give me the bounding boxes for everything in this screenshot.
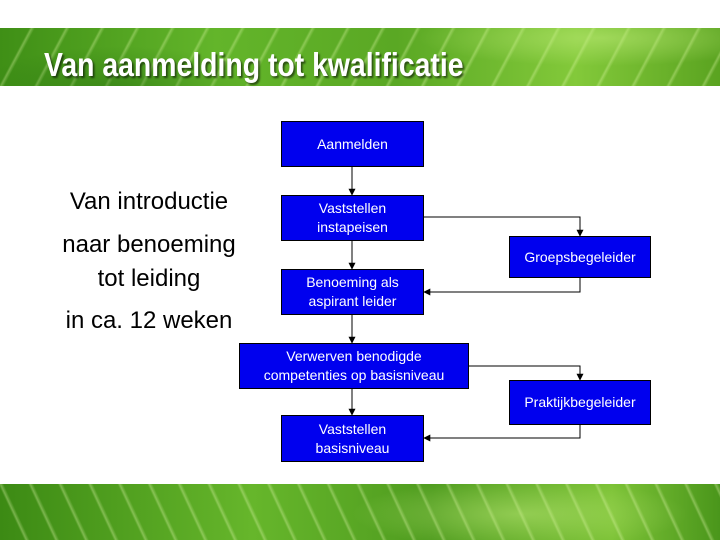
box-benoeming-aspirant-leider: Benoeming als aspirant leider bbox=[281, 269, 424, 315]
connector-instap-to-groepsbegeleider bbox=[424, 216, 584, 237]
left-text-line2a: naar benoeming bbox=[62, 231, 236, 258]
left-text-line1: Van introductie bbox=[69, 188, 229, 215]
box-groepsbegeleider: Groepsbegeleider bbox=[509, 236, 651, 278]
box-verwerven-competenties: Verwerven benodigde competenties op basi… bbox=[239, 343, 469, 389]
box-benoeming-line1: Benoeming als bbox=[306, 274, 399, 290]
box-vaststellen-instapeisen: Vaststellen instapeisen bbox=[281, 195, 424, 241]
leaf-banner-top bbox=[0, 28, 720, 86]
box-vaststellen-basisniveau-line2: basisniveau bbox=[315, 439, 390, 456]
box-vaststellen-basisniveau-line1: Vaststellen bbox=[318, 420, 387, 437]
box-praktijkbegeleider-label: Praktijkbegeleider bbox=[524, 394, 636, 410]
box-aanmelden-label: Aanmelden bbox=[317, 135, 388, 152]
box-vaststellen-basisniveau: Vaststellen basisniveau bbox=[281, 415, 424, 462]
box-verwerven-line1: Verwerven benodigde bbox=[286, 348, 422, 364]
box-aanmelden: Aanmelden bbox=[281, 121, 424, 167]
box-benoeming-line2: aspirant leider bbox=[308, 293, 397, 309]
connector-groepsbegeleider-to-benoeming bbox=[423, 278, 581, 296]
box-vaststellen-instapeisen-line1: Vaststellen bbox=[318, 200, 387, 216]
box-vaststellen-instapeisen-line2: instapeisen bbox=[317, 219, 388, 235]
connector-verwerven-to-praktijkbegeleider bbox=[469, 365, 584, 381]
leaf-banner-bottom bbox=[0, 484, 720, 540]
left-text-line3: in ca. 12 weken bbox=[65, 307, 233, 334]
slide-title: Van aanmelding tot kwalificatie bbox=[44, 46, 464, 83]
box-verwerven-line2: competenties op basisniveau bbox=[263, 367, 445, 383]
connector-praktijkbegeleider-to-basis bbox=[423, 425, 581, 442]
box-groepsbegeleider-label: Groepsbegeleider bbox=[524, 248, 636, 265]
left-text-line2b: tot leiding bbox=[97, 265, 201, 292]
box-praktijkbegeleider: Praktijkbegeleider bbox=[509, 380, 651, 425]
